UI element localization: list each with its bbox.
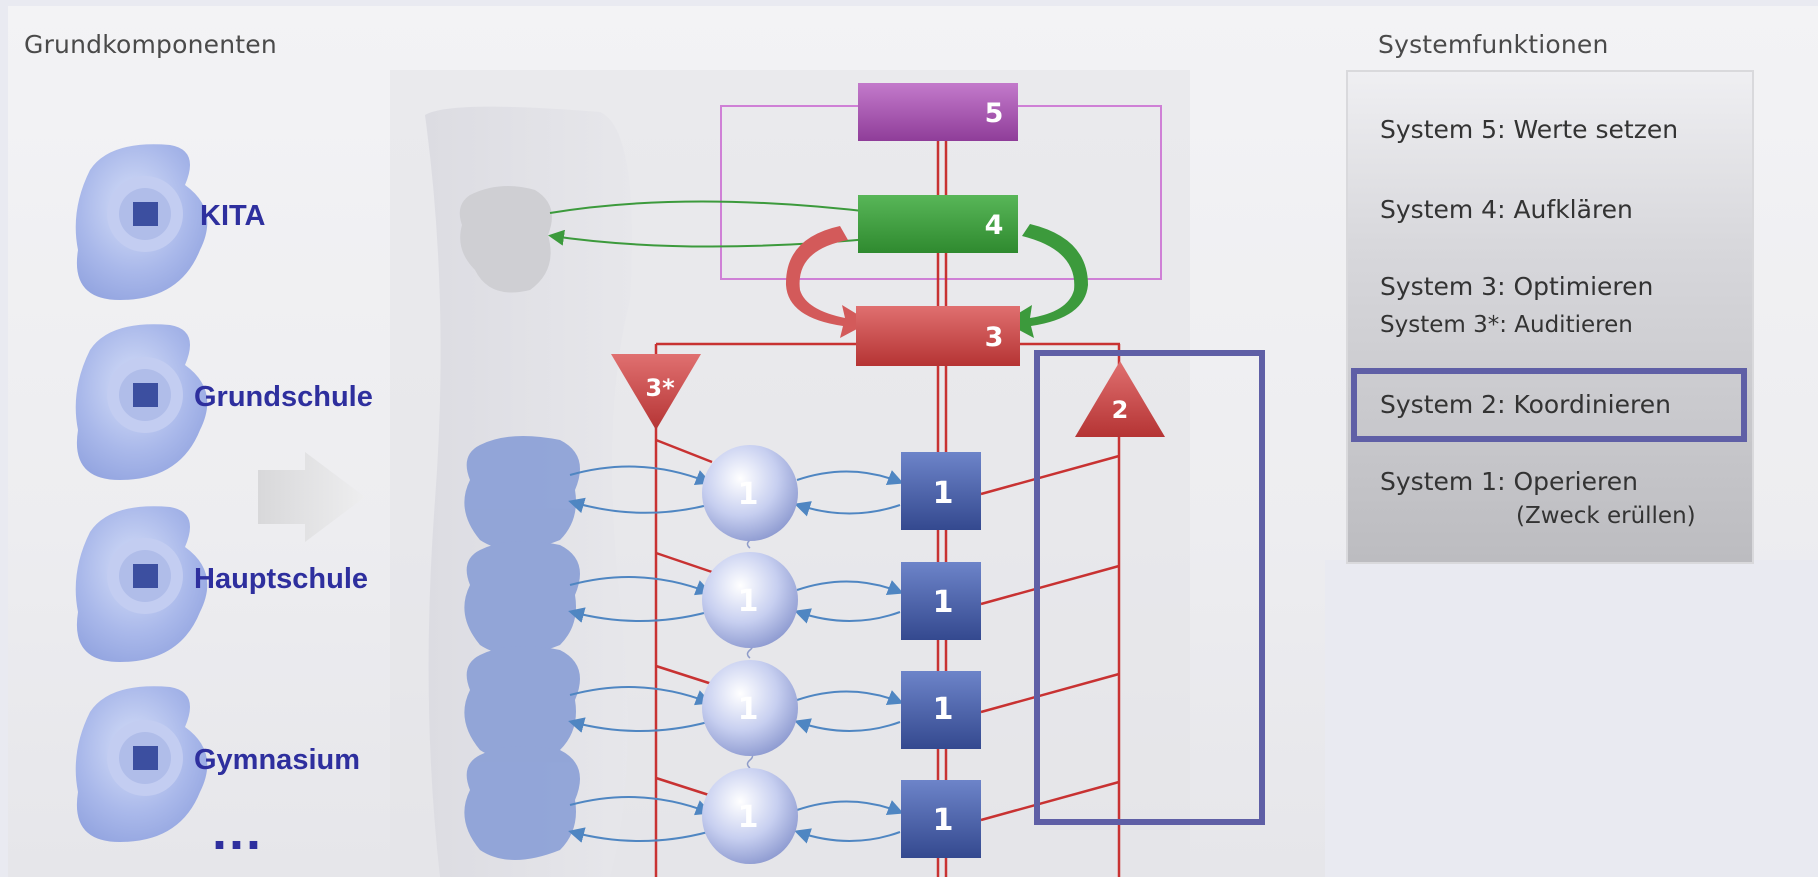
component-label-grundschule: Grundschule [194,381,373,413]
management-unit-1: 1 [901,452,981,530]
management-unit-3: 1 [901,671,981,749]
blank-area [1325,560,1818,877]
management-unit-2: 1 [901,562,981,640]
operation-label: 1 [738,477,759,512]
management-label: 1 [933,803,954,838]
more-components-ellipsis: ... [212,801,264,861]
systemfunktionen-heading: Systemfunktionen [1378,30,1609,59]
system2-highlight [1351,368,1747,442]
system-functions-panel [1346,70,1754,564]
grundkomponenten-heading: Grundkomponenten [24,30,277,59]
operation-unit-4: 1 [702,768,798,864]
component-blob-grundschule [75,324,208,480]
component-label-gymnasium: Gymnasium [194,744,360,776]
s4-to-s3-arrow [1004,224,1088,338]
management-label: 1 [933,476,954,511]
system2-label: 2 [1112,396,1129,424]
operation-unit-3: 1 [702,660,798,756]
audit-links [655,438,713,798]
environment-blob [459,186,552,293]
operation-unit-1: 1 [702,445,798,541]
system5-box: 5 [858,83,1018,141]
component-blob-hauptschule [75,506,208,662]
system1-purpose: (Zweck erüllen) [1516,503,1696,529]
system2-function: System 2: Koordinieren [1380,390,1671,419]
system3star-label: 3* [645,374,675,402]
system4-label: 4 [985,210,1004,241]
system3-box: 3 [856,306,1020,366]
transform-arrow [258,452,365,542]
system3star-function: System 3*: Auditieren [1380,312,1633,338]
system5-function: System 5: Werte setzen [1380,115,1679,144]
env-op-arrows [568,465,712,843]
operation-label: 1 [738,800,759,835]
s3-to-s4-arrow [785,226,870,338]
operation-label: 1 [738,692,759,727]
system4-box: 4 [858,195,1018,253]
component-blob-gymnasium [75,686,208,842]
component-label-kita: KITA [200,200,266,232]
management-label: 1 [933,692,954,727]
system3-label: 3 [985,322,1004,353]
system3star-triangle: 3* [611,354,701,430]
environment-blobs [464,436,580,860]
system1-function: System 1: Operieren [1380,467,1638,496]
env-to-s4-arrow [549,200,884,220]
system4-function: System 4: Aufklären [1380,195,1633,224]
op-mgmt-arrows [794,470,904,844]
component-label-hauptschule: Hauptschule [194,563,369,595]
management-unit-4: 1 [901,780,981,858]
system3-function: System 3: Optimieren [1380,272,1654,301]
system5-label: 5 [985,98,1004,129]
operation-unit-2: 1 [702,552,798,648]
system2-triangle: 2 [1075,361,1165,437]
operation-label: 1 [738,584,759,619]
management-label: 1 [933,585,954,620]
coordination-links [980,454,1120,822]
system2-highlight-frame [1034,350,1265,825]
component-blob-kita [75,144,208,300]
